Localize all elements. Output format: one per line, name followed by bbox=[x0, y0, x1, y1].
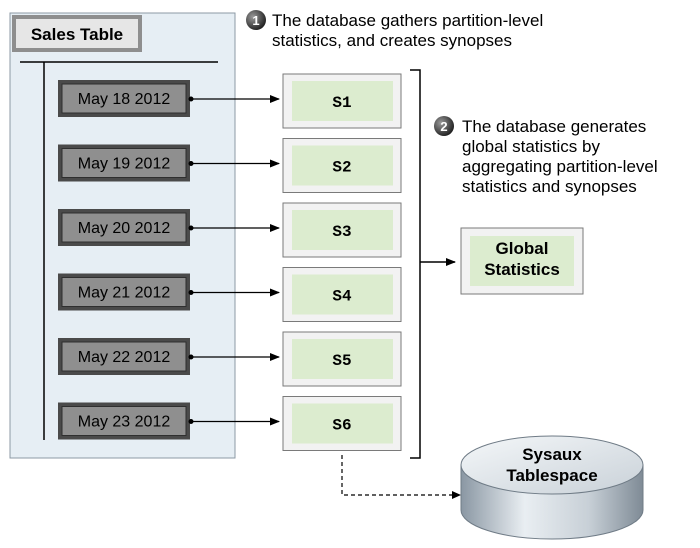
synopsis-5: S5 bbox=[282, 331, 402, 387]
synopsis-label: S5 bbox=[332, 352, 351, 370]
synopsis-bracket bbox=[410, 69, 456, 459]
partition-2: May 19 2012 bbox=[58, 144, 190, 182]
synopsis-4: S4 bbox=[282, 267, 402, 322]
arrow-origin-dot bbox=[188, 225, 194, 231]
arrow-origin-dot bbox=[188, 96, 194, 102]
partition-5: May 22 2012 bbox=[58, 338, 190, 375]
step-2-line-2: global statistics by bbox=[462, 137, 600, 156]
arrow-origin-dot bbox=[188, 419, 194, 424]
arrow-origin-dot bbox=[188, 161, 194, 166]
global-statistics-line-2: Statistics bbox=[484, 260, 560, 279]
partition-6: May 23 2012 bbox=[58, 402, 190, 440]
arrow-origin-dot bbox=[188, 290, 194, 295]
partition-label: May 22 2012 bbox=[78, 349, 171, 366]
step-2-line-3: aggregating partition-level bbox=[462, 157, 658, 176]
synopsis-label: S1 bbox=[332, 94, 351, 112]
synopsis-3: S3 bbox=[282, 202, 402, 258]
partition-label: May 20 2012 bbox=[78, 220, 171, 237]
partition-label: May 23 2012 bbox=[78, 414, 171, 431]
sysaux-line-2: Tablespace bbox=[506, 466, 597, 485]
partition-label: May 18 2012 bbox=[78, 91, 171, 108]
synopsis-1: S1 bbox=[282, 73, 402, 129]
partition-3: May 20 2012 bbox=[58, 209, 190, 246]
global-statistics-line-1: Global bbox=[496, 239, 549, 258]
sysaux-tablespace-cylinder: Sysaux Tablespace bbox=[460, 435, 644, 540]
partition-arrows bbox=[188, 95, 280, 426]
step-1-number: 1 bbox=[252, 13, 259, 28]
partition-label: May 21 2012 bbox=[78, 285, 171, 302]
arrow-origin-dot bbox=[188, 354, 194, 360]
synopsis-label: S2 bbox=[332, 159, 351, 177]
store-synopses-arrow bbox=[341, 455, 461, 499]
step-2-callout: 2 The database generates global statisti… bbox=[434, 116, 658, 196]
step-1-badge bbox=[246, 10, 266, 30]
global-statistics-box: Global Statistics bbox=[460, 227, 584, 295]
step-2-badge bbox=[434, 116, 454, 136]
synopsis-6: S6 bbox=[282, 396, 402, 451]
synopsis-label: S3 bbox=[332, 223, 351, 241]
sysaux-line-1: Sysaux bbox=[522, 445, 582, 464]
synopsis-2: S2 bbox=[282, 138, 402, 193]
partition-4: May 21 2012 bbox=[58, 273, 190, 311]
sales-table-title: Sales Table bbox=[31, 25, 123, 44]
synopsis-label: S6 bbox=[332, 417, 351, 435]
partition-label: May 19 2012 bbox=[78, 156, 171, 173]
step-1-line-2: statistics, and creates synopses bbox=[272, 31, 512, 50]
step-2-number: 2 bbox=[440, 119, 447, 134]
step-2-line-1: The database generates bbox=[462, 117, 646, 136]
step-1-callout: 1 The database gathers partition-level s… bbox=[246, 10, 543, 50]
step-2-line-4: statistics and synopses bbox=[462, 177, 637, 196]
synopsis-label: S4 bbox=[332, 288, 352, 306]
partition-1: May 18 2012 bbox=[58, 80, 190, 117]
step-1-line-1: The database gathers partition-level bbox=[272, 11, 543, 30]
